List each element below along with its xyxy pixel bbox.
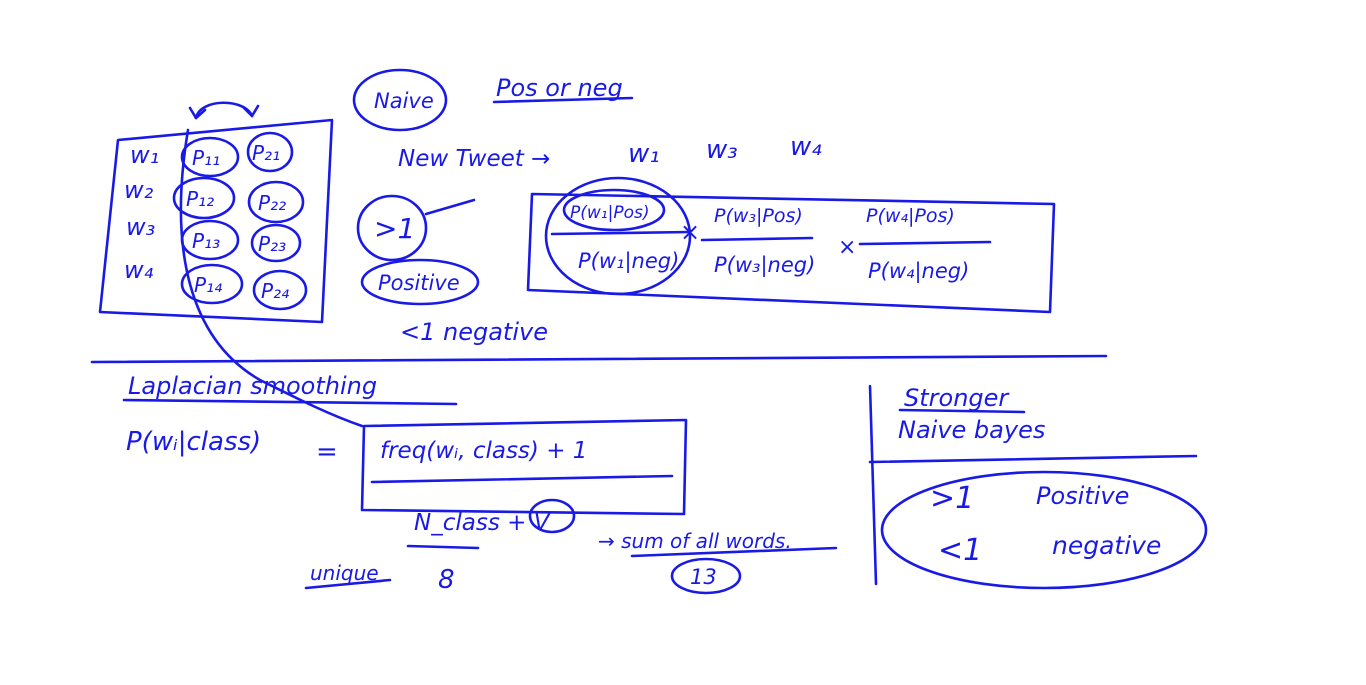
thirteen-label: 13 [690,565,717,589]
ratio-t1-num: P(w₁|Pos) [570,203,649,223]
cell-p22: P₂₂ [258,191,286,215]
laplace-denominator: N_class + V [414,510,552,536]
ratio-t1-den: P(w₁|neg) [578,249,679,274]
ratio-t2-num: P(w₃|Pos) [714,205,803,227]
p21-ellipse [246,131,294,173]
stronger-gt1: >1 [930,481,974,516]
naive-bayes-label: Naive bayes [898,416,1045,444]
row-word-w3: w₃ [126,213,155,241]
stronger-label: Stronger [904,384,1010,412]
stronger-positive: Positive [1036,482,1129,510]
laplacian-title: Laplacian smoothing [128,372,377,400]
cell-p24: P₂₄ [261,279,289,303]
arrow-head-left-icon [188,106,207,120]
gt1-tick [424,198,476,216]
stronger-result-ellipse [880,470,1208,590]
row-word-w1: w₁ [130,141,159,169]
positive-label: Positive [378,271,460,295]
ratio-term1-circle [544,176,692,296]
lt1-negative-label: <1 negative [400,318,548,346]
new-tweet-label: New Tweet → [398,146,550,172]
ratio-t1-bar [550,230,692,236]
cell-p12: P₁₂ [186,187,214,211]
cell-p11: P₁₁ [192,146,220,170]
section-divider [90,354,1108,364]
laplacian-underline [122,398,458,406]
pos-or-neg-underline [492,96,634,104]
p24-ellipse [252,269,308,311]
p22-ellipse [247,180,305,224]
laplace-equals: = [316,437,338,467]
stronger-underline [898,408,1026,414]
gt1-ellipse [356,194,428,262]
times-1: × [680,218,700,246]
p23-ellipse [250,223,302,263]
ratio-t2-bar [700,236,814,242]
stronger-negative: negative [1052,531,1161,560]
thirteen-circle [670,557,742,595]
stronger-horizontal-rule [868,454,1198,464]
cell-p13: P₁₃ [192,229,220,253]
p14-ellipse [180,263,244,305]
ratio-t3-den: P(w₄|neg) [868,259,969,284]
nclass-underline [406,544,480,550]
naive-label: Naive [374,89,434,113]
stronger-vertical-rule [868,384,878,586]
row-word-w2: w₂ [124,176,154,204]
pos-or-neg-label: Pos or neg [496,74,623,102]
times-2: × [838,235,856,260]
v-circle [528,498,576,534]
stronger-lt1: <1 [938,533,982,568]
sum-underline [630,546,838,558]
unique-underline [304,578,392,590]
sum-all-words-label: → sum of all words. [598,529,792,553]
cell-p21: P₂₁ [252,141,280,165]
laplace-box [360,418,688,516]
naive-ellipse [352,68,448,132]
arrow-head-right-icon [242,104,260,118]
ratio-t3-num: P(w₄|Pos) [866,205,955,227]
tweet-word-w3: w₃ [706,135,738,165]
probability-table-frame [98,118,334,324]
ratio-term1-num-circle [562,188,666,232]
eight-label: 8 [438,565,455,595]
row-word-w4: w₄ [124,256,154,284]
ratio-box [526,192,1056,314]
p11-ellipse [180,136,240,178]
laplace-fraction-bar [370,474,674,484]
tweet-word-w4: w₄ [790,132,822,162]
p12-ellipse [172,176,236,220]
tweet-word-w1: w₁ [628,139,660,169]
cell-p23: P₂₃ [258,232,286,256]
ratio-t3-bar [858,240,992,246]
ratio-t2-den: P(w₃|neg) [714,253,815,278]
gt1-label: >1 [374,212,415,245]
laplace-numerator: freq(wᵢ, class) + 1 [380,438,587,464]
cell-p14: P₁₄ [194,273,222,297]
positive-ellipse [360,258,480,306]
laplace-lhs: P(wᵢ|class) [126,427,261,457]
